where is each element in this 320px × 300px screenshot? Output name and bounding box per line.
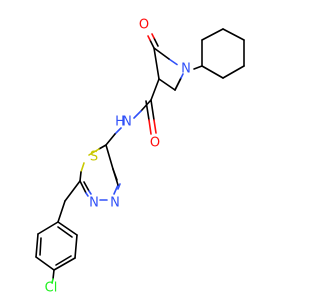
atom-n-thiadiazole-left: N (89, 196, 99, 211)
atom-s-thiadiazole: S (90, 150, 98, 165)
atom-n-thiadiazole-right: N (110, 196, 120, 211)
atom-o-lactam: O (139, 18, 149, 33)
structure-canvas: N O N H O S N N Cl (35, 18, 245, 296)
atom-labels: N O N H O S N N Cl (45, 18, 191, 296)
atom-h-amide: H (115, 115, 125, 130)
atom-n-amide: N (122, 115, 132, 130)
bonds (35, 28, 245, 284)
atom-n-pyrrolidine: N (181, 62, 191, 77)
atom-cl: Cl (45, 281, 58, 296)
atom-o-amide: O (150, 136, 160, 151)
